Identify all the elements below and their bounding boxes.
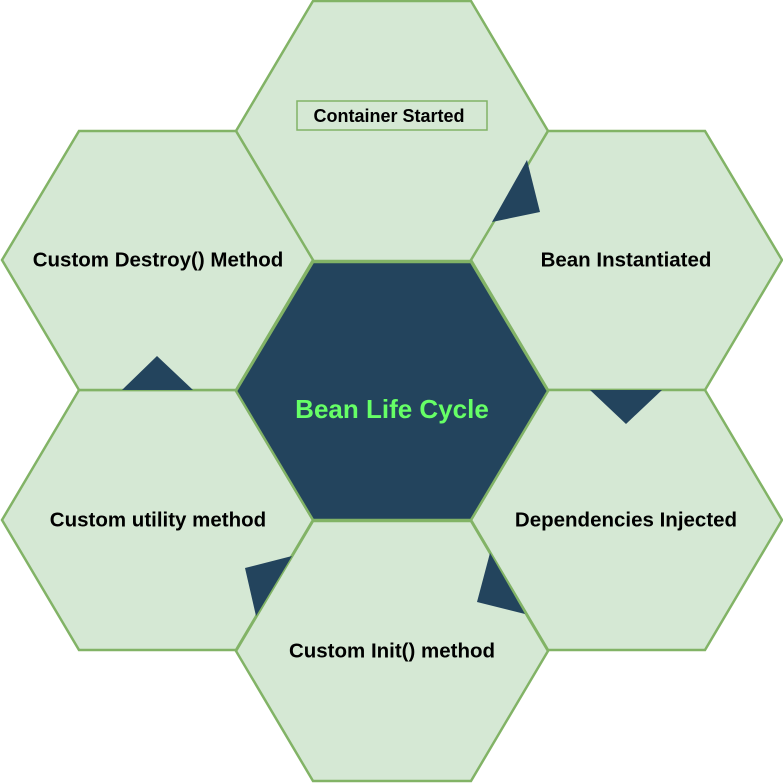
arrow-to-custom-destroy [122,356,193,390]
arrow-to-bean-instantiated [492,160,540,222]
label-center-title: Bean Life Cycle [295,394,489,424]
label-custom-destroy: Custom Destroy() Method [33,249,284,272]
hex-center [234,260,550,522]
arrow-to-custom-init [477,553,525,614]
label-custom-utility: Custom utility method [50,509,266,532]
arrow-to-dependencies-injected [590,390,662,424]
arrow-to-custom-utility [245,556,292,616]
container-started-box [296,100,488,131]
label-container-started: Container Started [313,106,464,126]
label-custom-init: Custom Init() method [289,640,495,663]
label-dependencies-injected: Dependencies Injected [515,509,737,532]
label-bean-instantiated: Bean Instantiated [541,249,712,272]
